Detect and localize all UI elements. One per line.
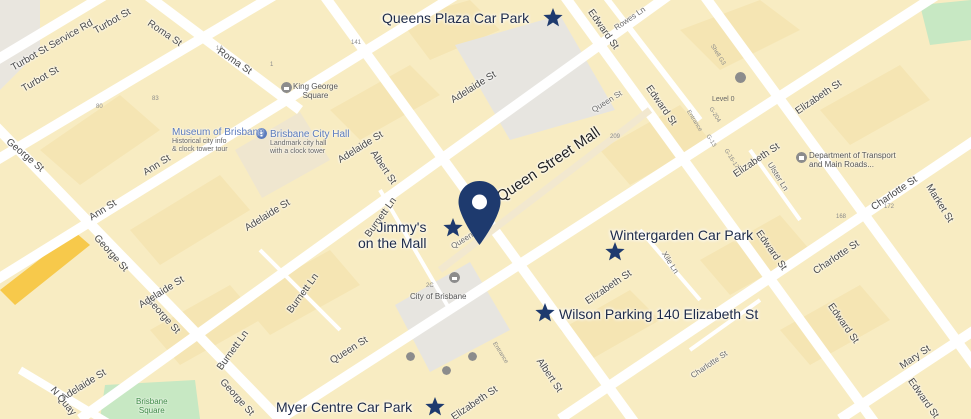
label-168: 168 <box>836 214 847 220</box>
government-building-icon[interactable] <box>796 152 807 163</box>
poi-king-george-line2: Square <box>302 91 329 100</box>
poi-city-hall-name: Brisbane City Hall <box>270 129 350 140</box>
major-road-segment <box>0 232 90 305</box>
queen-street-mall-path <box>437 107 653 273</box>
poi-museum-name: Museum of Brisbane <box>172 127 264 138</box>
poi-city-of-brisbane[interactable]: City of Brisbane <box>410 292 467 301</box>
car-park-label-queens-plaza[interactable]: Queens Plaza Car Park <box>382 10 530 26</box>
poi-dept-line1: Department of Transport <box>809 151 896 160</box>
bank-icon-2[interactable] <box>449 272 460 283</box>
label-141: 141 <box>351 40 362 46</box>
poi-king-george-line1: King George <box>293 82 338 91</box>
star-icon[interactable] <box>605 242 625 261</box>
star-icon[interactable] <box>425 397 445 416</box>
car-park-label-myer[interactable]: Myer Centre Car Park <box>276 399 413 415</box>
poi-brisbane-square-line2: Square <box>138 406 165 415</box>
shopping-icon-3[interactable] <box>468 352 477 361</box>
star-icon[interactable] <box>535 303 555 322</box>
poi-city-hall-desc1: Landmark city hall <box>270 140 327 147</box>
label-level-0: Level 0 <box>712 96 735 103</box>
poi-dept-line2: and Main Roads... <box>809 160 874 169</box>
star-icon[interactable] <box>443 218 463 237</box>
shopping-icon[interactable] <box>735 72 746 83</box>
park-area <box>920 0 971 45</box>
city-hall-building <box>235 112 330 198</box>
poi-museum-of-brisbane[interactable]: Museum of Brisbane Historical city info … <box>172 127 264 154</box>
label-1a: 1A <box>216 46 224 52</box>
label-83: 83 <box>152 96 159 102</box>
lanes <box>258 148 802 352</box>
car-park-label-jimmys[interactable]: Jimmy's on the Mall <box>358 219 426 251</box>
star-icon[interactable] <box>543 8 563 27</box>
label-1: 1 <box>270 62 274 68</box>
label-209: 209 <box>610 134 621 140</box>
landmark-icon[interactable] <box>256 128 267 139</box>
label-80: 80 <box>96 104 103 110</box>
jimmys-line1: Jimmy's <box>376 219 427 235</box>
car-park-label-wintergarden[interactable]: Wintergarden Car Park <box>610 227 754 243</box>
map-pin-icon[interactable] <box>457 180 502 246</box>
shopping-icon-2[interactable] <box>406 352 415 361</box>
poi-city-hall-desc2: with a clock tower <box>270 148 326 155</box>
poi-museum-desc1: Historical city info <box>172 138 227 145</box>
queens-plaza-building <box>455 15 615 140</box>
poi-brisbane-city-hall[interactable]: Brisbane City Hall Landmark city hall wi… <box>270 129 349 156</box>
label-172: 172 <box>884 204 895 210</box>
poi-king-george-square[interactable]: King George Square <box>293 82 338 100</box>
label-2c: 2C <box>426 283 434 289</box>
poi-dept-transport[interactable]: Department of Transport and Main Roads..… <box>809 151 896 169</box>
poi-brisbane-square[interactable]: Brisbane Square <box>136 397 168 415</box>
car-park-label-wilson[interactable]: Wilson Parking 140 Elizabeth St <box>559 306 759 322</box>
poi-museum-desc2: & clock tower tour <box>172 146 228 153</box>
shopping-icon-4[interactable] <box>442 366 451 375</box>
jimmys-line2: on the Mall <box>358 235 427 251</box>
poi-brisbane-square-line1: Brisbane <box>136 397 168 406</box>
bank-icon[interactable] <box>281 82 292 93</box>
